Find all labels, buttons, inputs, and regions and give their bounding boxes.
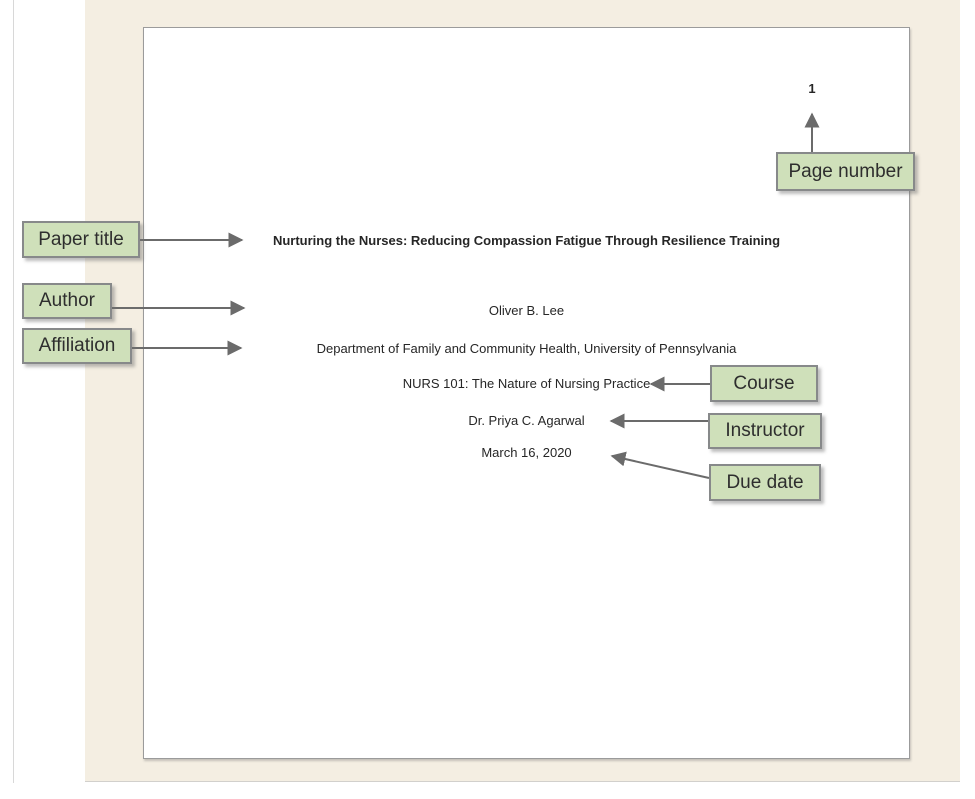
page-number-callout: Page number (776, 152, 915, 191)
due-date-text: March 16, 2020 (481, 445, 572, 460)
left-divider-line (13, 0, 14, 783)
author-text: Oliver B. Lee (488, 303, 565, 318)
paper-title-text: Nurturing the Nurses: Reducing Compassio… (272, 233, 781, 248)
affiliation-callout: Affiliation (22, 328, 132, 364)
course-callout: Course (710, 365, 818, 402)
due-date-callout: Due date (709, 464, 821, 501)
page-number-text: 1 (808, 81, 816, 96)
instructor-callout: Instructor (708, 413, 822, 449)
affiliation-text: Department of Family and Community Healt… (316, 341, 737, 356)
author-callout: Author (22, 283, 112, 319)
course-text: NURS 101: The Nature of Nursing Practice (402, 376, 651, 391)
instructor-text: Dr. Priya C. Agarwal (468, 413, 585, 428)
paper-title-callout: Paper title (22, 221, 140, 258)
